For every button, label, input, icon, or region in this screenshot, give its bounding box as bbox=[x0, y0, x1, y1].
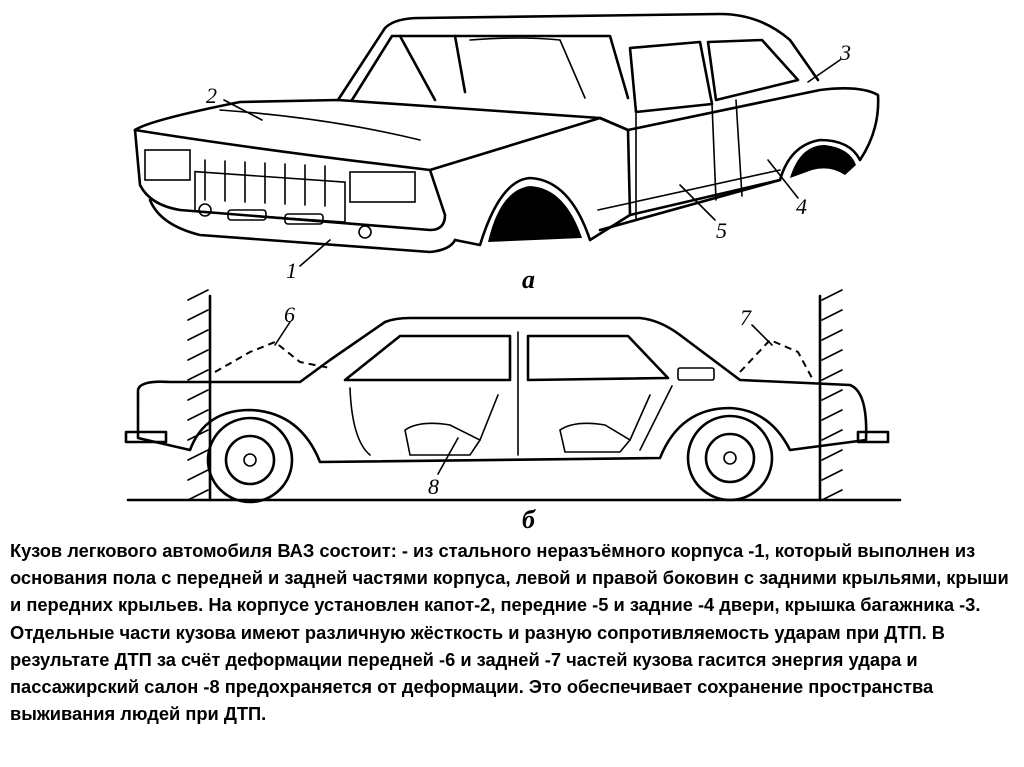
label-body-shell: 1 bbox=[286, 258, 297, 283]
label-rear-door: 4 bbox=[796, 194, 807, 219]
label-front-crumple-zone: 6 bbox=[284, 302, 295, 327]
caption-view-b: б bbox=[522, 505, 536, 534]
front-wheel bbox=[206, 416, 294, 504]
side-view-car-body bbox=[124, 289, 902, 504]
rear-wheel bbox=[686, 414, 774, 502]
label-front-door: 5 bbox=[716, 218, 727, 243]
description-text: Кузов легкового автомобиля ВАЗ состоит: … bbox=[10, 540, 1009, 725]
front-deformation-outline bbox=[214, 340, 331, 373]
rear-deformation-outline bbox=[739, 338, 813, 379]
label-trunk-lid: 3 bbox=[839, 40, 851, 65]
label-hood: 2 bbox=[206, 83, 217, 108]
label-passenger-cabin: 8 bbox=[428, 474, 439, 499]
caption-view-a: а bbox=[522, 265, 535, 294]
car-body-diagram: 2 1 3 4 5 а bbox=[124, 12, 902, 534]
label-rear-crumple-zone: 7 bbox=[740, 305, 752, 330]
perspective-car-body bbox=[133, 12, 880, 254]
